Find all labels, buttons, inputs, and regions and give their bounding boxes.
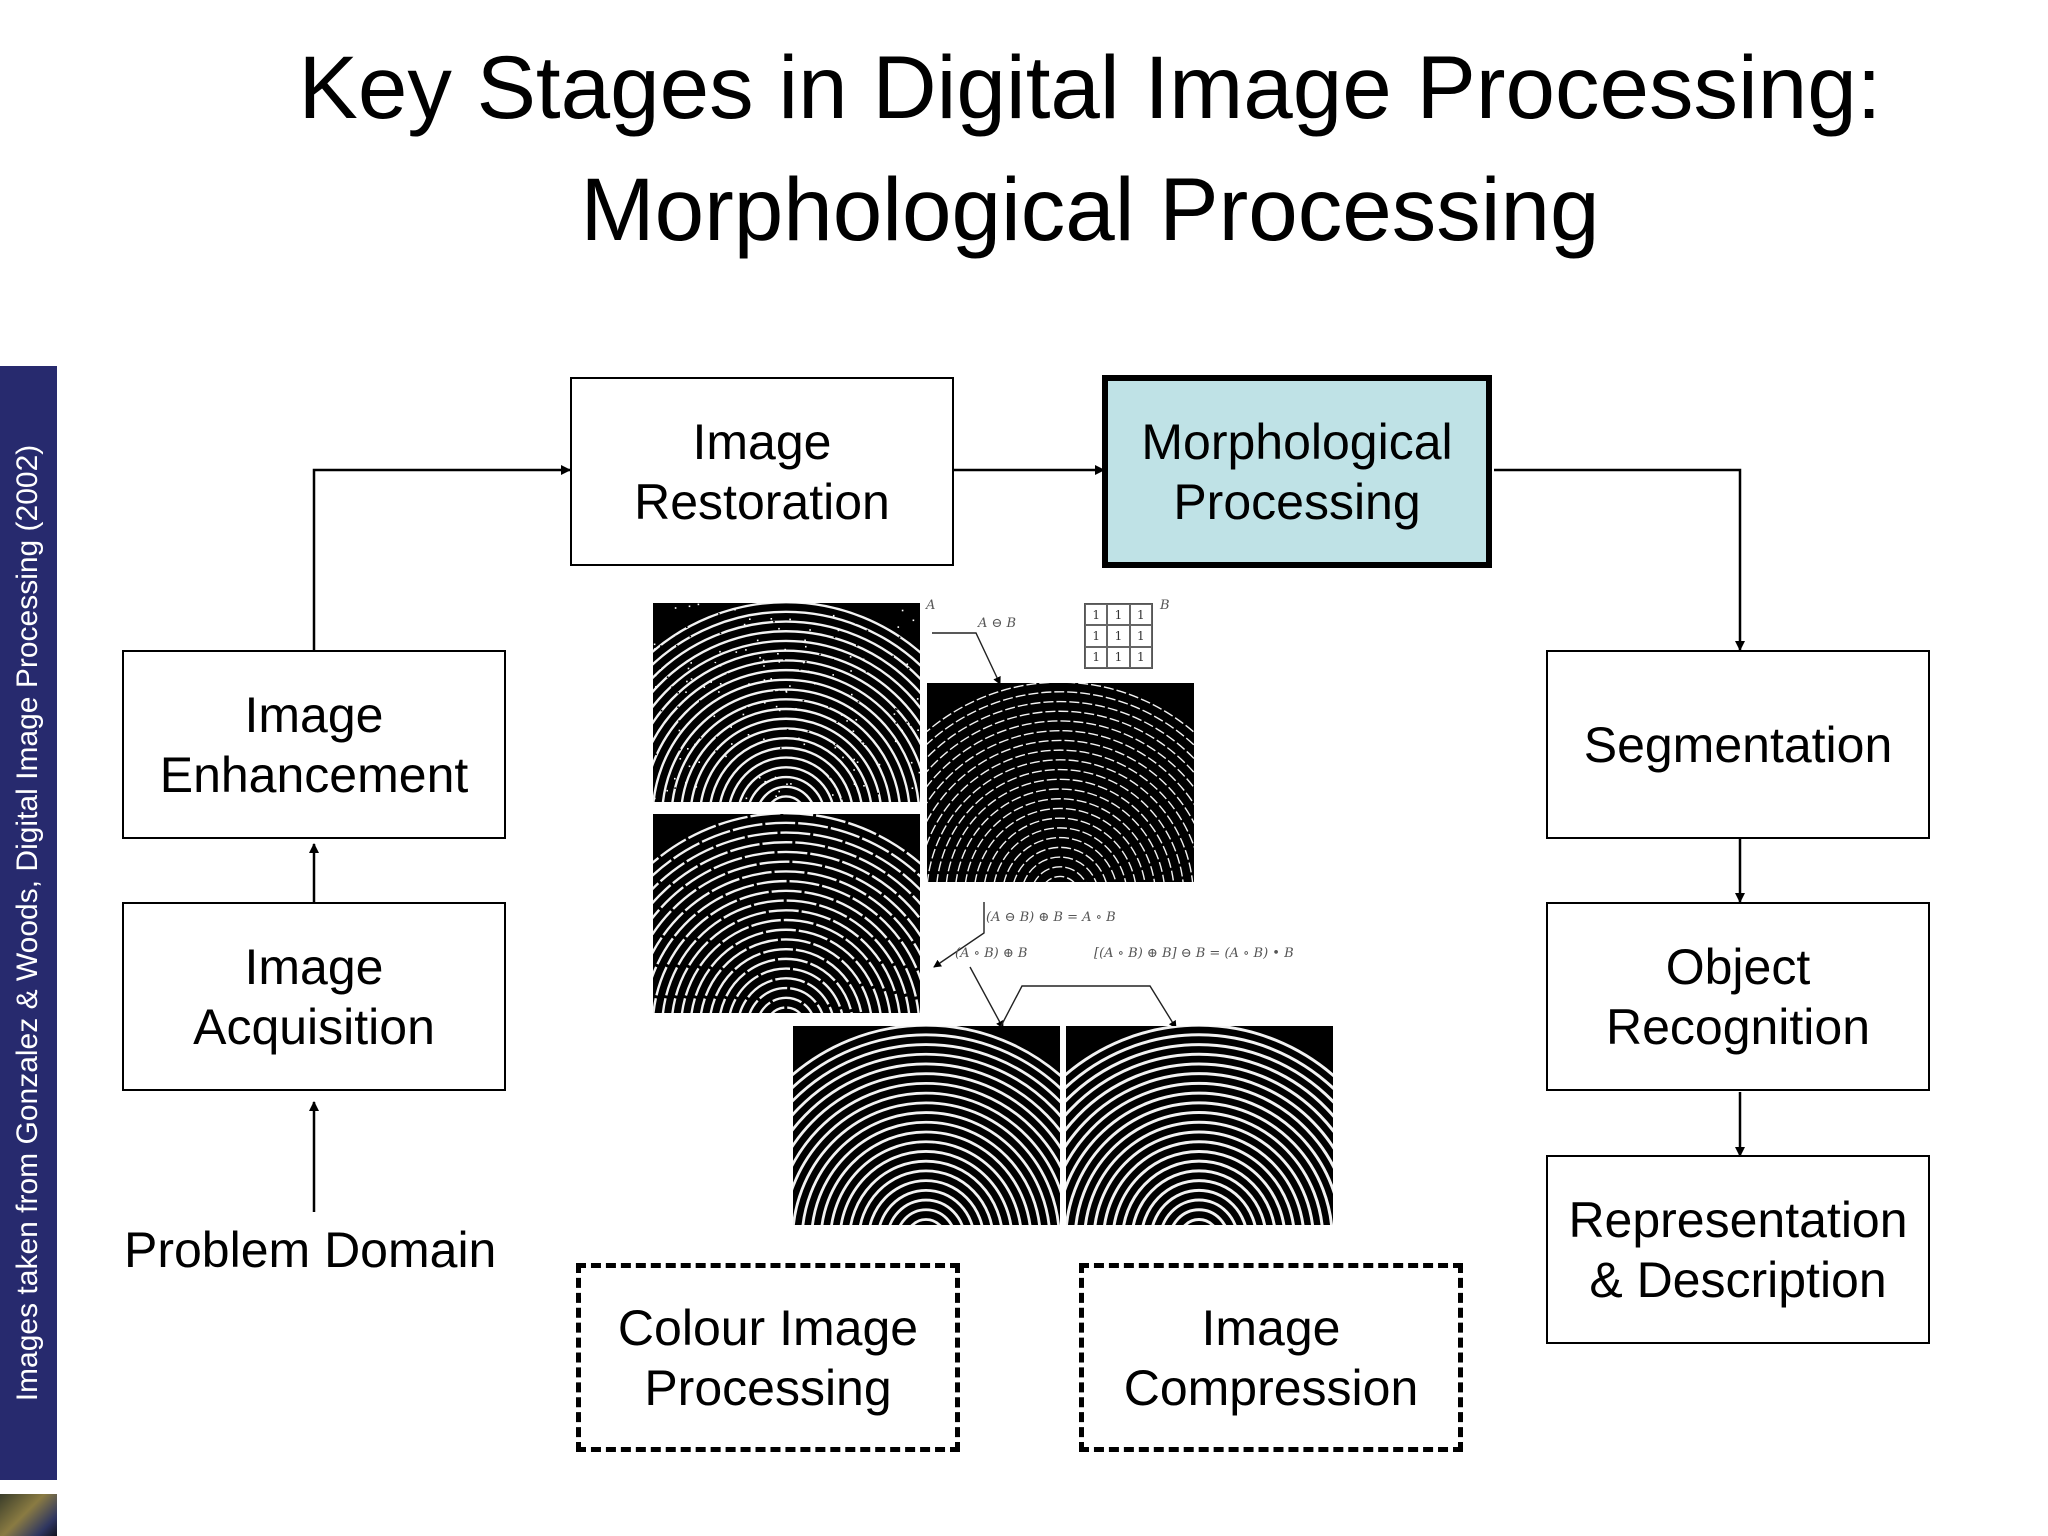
slide-title: Key Stages in Digital Image Processing: … <box>150 26 2030 270</box>
matrix-cell: 1 <box>1085 625 1108 647</box>
fingerprint-image-eroded <box>927 683 1194 882</box>
matrix-cell: 1 <box>1085 604 1108 626</box>
stage-image-enhancement[interactable]: Image Enhancement <box>122 650 506 839</box>
stage-image-restoration[interactable]: Image Restoration <box>570 377 954 566</box>
figure-label-b: B <box>1160 598 1170 613</box>
matrix-cell: 1 <box>1107 604 1130 626</box>
arrow-morphological-to-segmentation <box>1494 468 1745 651</box>
structuring-element-matrix: 1 1 1 1 1 1 1 1 1 <box>1084 603 1153 669</box>
matrix-cell: 1 <box>1129 604 1152 626</box>
figure-label-a: A <box>926 598 936 613</box>
title-line-1: Key Stages in Digital Image Processing: <box>298 37 1882 137</box>
matrix-cell: 1 <box>1107 646 1130 668</box>
credit-sidebar <box>0 366 57 1480</box>
logo-thumbnail <box>0 1494 57 1536</box>
matrix-cell: 1 <box>1107 625 1130 647</box>
stage-representation-description[interactable]: Representation & Description <box>1546 1155 1930 1344</box>
stage-morphological-processing[interactable]: Morphological Processing <box>1102 375 1492 568</box>
fingerprint-image-noisy <box>653 603 920 802</box>
stage-image-compression[interactable]: Image Compression <box>1079 1263 1463 1452</box>
matrix-cell: 1 <box>1129 646 1152 668</box>
arrow-enhancement-to-restoration <box>312 465 571 650</box>
fingerprint-image-opened <box>653 814 920 1013</box>
figure-eq-closing: [(A ∘ B) ⊕ B] ⊖ B = (A ∘ B) • B <box>1094 946 1294 961</box>
matrix-cell: 1 <box>1085 646 1108 668</box>
fingerprint-image-dilated <box>793 1026 1060 1225</box>
title-line-2: Morphological Processing <box>580 159 1600 259</box>
matrix-cell: 1 <box>1129 625 1152 647</box>
stage-colour-image-processing[interactable]: Colour Image Processing <box>576 1263 960 1452</box>
stage-object-recognition[interactable]: Object Recognition <box>1546 902 1930 1091</box>
figure-eq-opening: (A ⊖ B) ⊕ B = A ∘ B <box>986 910 1116 925</box>
figure-eq-erosion: A ⊖ B <box>978 616 1017 631</box>
figure-eq-dilate: (A ∘ B) ⊕ B <box>955 946 1028 961</box>
fingerprint-image-closed <box>1066 1026 1333 1225</box>
stage-segmentation[interactable]: Segmentation <box>1546 650 1930 839</box>
stage-image-acquisition[interactable]: Image Acquisition <box>122 902 506 1091</box>
figure-arrows <box>932 632 1177 1029</box>
problem-domain-label: Problem Domain <box>124 1222 497 1278</box>
